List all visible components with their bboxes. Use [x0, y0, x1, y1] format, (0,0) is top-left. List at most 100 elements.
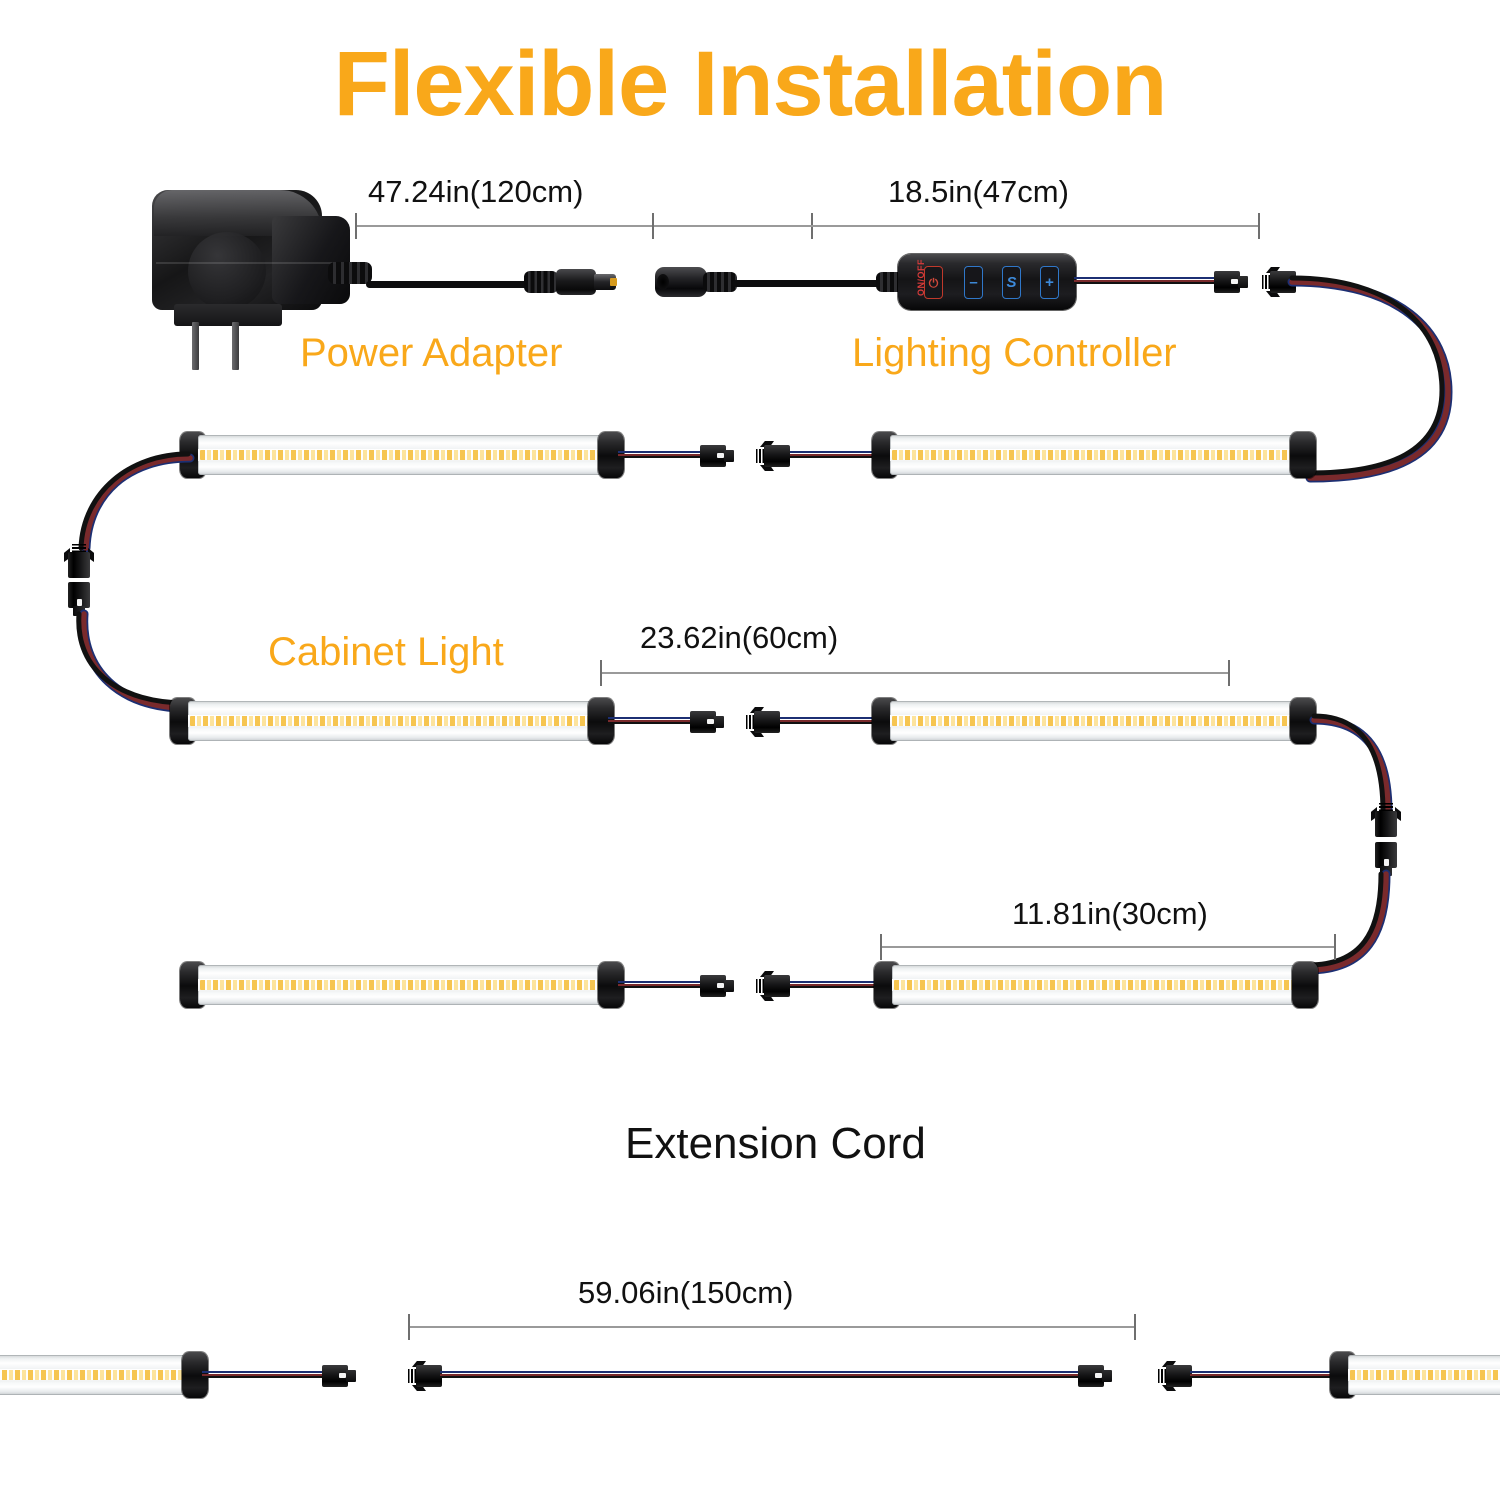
connector-shell — [1375, 811, 1397, 837]
connector-female-extension-left — [408, 1361, 442, 1391]
wire-red — [202, 1374, 326, 1377]
bar-lead-cable-row2-right — [780, 717, 878, 726]
connector-female-row1-mid — [756, 441, 790, 471]
connector-female-left-vertical — [65, 544, 93, 578]
wire-blue — [790, 981, 882, 984]
bar-housing — [1348, 1355, 1500, 1395]
wire-blue — [618, 451, 704, 454]
connector-shell — [68, 552, 90, 578]
connector-male-row3-mid — [700, 972, 734, 1000]
dimension-label-adapter-cable: 47.24in(120cm) — [368, 174, 584, 209]
adapter-molded-disc — [188, 232, 266, 310]
wire-blue — [440, 1371, 1082, 1374]
bar-led-strip — [892, 716, 1296, 726]
connector-female-row2-mid — [746, 707, 780, 737]
dc-plug-center-pin — [610, 278, 617, 286]
label-cabinet-light: Cabinet Light — [268, 630, 504, 674]
wire-blue — [608, 717, 694, 720]
controller-output-cable — [1074, 277, 1218, 286]
bar-tail-cable-row1 — [618, 451, 704, 460]
connector-female-right-vertical — [1372, 803, 1400, 837]
connector-wing-bottom — [760, 995, 774, 1001]
bar-tail-cable-row3 — [618, 981, 704, 990]
bar-housing — [188, 701, 596, 741]
wire-black — [790, 456, 880, 459]
connector-wing-bottom — [750, 731, 764, 737]
minus-icon: – — [969, 274, 978, 291]
connector-nub — [73, 606, 85, 616]
connector-wing-top — [1266, 267, 1280, 273]
wire-red — [618, 984, 704, 987]
wire-black — [790, 986, 882, 989]
label-lighting-controller: Lighting Controller — [852, 331, 1177, 375]
wire-black — [1190, 1376, 1340, 1379]
wire-red — [1074, 280, 1218, 283]
connector-female-row1-right — [1262, 267, 1296, 297]
wire-black — [618, 456, 704, 459]
dimension-tick-left — [408, 1314, 410, 1340]
connector-nub — [1102, 1370, 1112, 1382]
cable-curve-right-row3 — [1303, 869, 1391, 975]
controller-dim-down-button[interactable]: – — [964, 266, 983, 299]
light-bar-extension-right — [1330, 1352, 1500, 1398]
connector-slot — [77, 599, 82, 606]
connector-shell — [1078, 1365, 1104, 1387]
bar-led-strip — [1350, 1370, 1500, 1380]
connector-male-controller-out — [1214, 268, 1248, 296]
connector-slot — [707, 719, 714, 724]
dimension-tick-left — [600, 660, 602, 686]
dimension-label-controller-cable: 18.5in(47cm) — [888, 174, 1069, 209]
mode-s-icon: S — [1006, 274, 1017, 291]
connector-male-extension-right — [1078, 1362, 1112, 1390]
bar-led-strip — [200, 980, 604, 990]
bar-housing — [890, 435, 1298, 475]
bar-end-cap-right — [1290, 698, 1316, 744]
dimension-bar — [355, 225, 813, 227]
connector-shell — [764, 445, 790, 467]
dimension-label-bar-30: 11.81in(30cm) — [1012, 896, 1208, 931]
wire-blue — [1074, 277, 1218, 280]
lighting-controller[interactable]: ON/OFF ⏻ – S + — [898, 254, 1076, 310]
connector-shell — [700, 975, 726, 997]
controller-power-button[interactable]: ⏻ — [924, 266, 943, 299]
connector-male-extension-left — [322, 1362, 356, 1390]
dimension-tick-right — [1334, 934, 1336, 960]
connector-shell — [754, 711, 780, 733]
connector-nub — [1380, 866, 1392, 876]
wire-black — [618, 986, 704, 989]
bar-led-strip — [190, 716, 594, 726]
connector-male-row1-mid — [700, 442, 734, 470]
controller-mode-button[interactable]: S — [1002, 266, 1021, 299]
bar-housing — [198, 435, 606, 475]
connector-female-extension-right — [1158, 1361, 1192, 1391]
wire-blue — [1190, 1371, 1340, 1374]
wire-black — [1074, 282, 1218, 285]
bar-housing — [890, 701, 1298, 741]
adapter-nose — [272, 216, 350, 304]
connector-wing-bottom — [1266, 291, 1280, 297]
dimension-line-bar-30 — [880, 934, 1336, 960]
plus-icon: + — [1045, 274, 1054, 291]
wire-dc-jacket — [366, 281, 542, 288]
light-bar-row3-right — [874, 962, 1318, 1008]
bar-housing — [892, 965, 1300, 1005]
connector-wing-bottom — [412, 1385, 426, 1391]
wire-black — [202, 1376, 326, 1379]
dimension-tick-right — [1228, 660, 1230, 686]
connector-male-left-vertical — [65, 582, 93, 616]
connector-pins — [1262, 275, 1272, 289]
extension-cord-cable — [440, 1371, 1082, 1380]
dimension-tick-left — [355, 213, 357, 239]
connector-slot — [339, 1373, 346, 1378]
connector-shell — [1166, 1365, 1192, 1387]
light-bar-extension-left — [0, 1352, 208, 1398]
connector-nub — [346, 1370, 356, 1382]
controller-dim-up-button[interactable]: + — [1040, 266, 1059, 299]
connector-shell — [322, 1365, 348, 1387]
dimension-bar — [880, 946, 1336, 948]
wire-red — [790, 454, 880, 457]
connector-wing-top — [750, 707, 764, 713]
connector-shell — [764, 975, 790, 997]
connector-male-row2-mid — [690, 708, 724, 736]
